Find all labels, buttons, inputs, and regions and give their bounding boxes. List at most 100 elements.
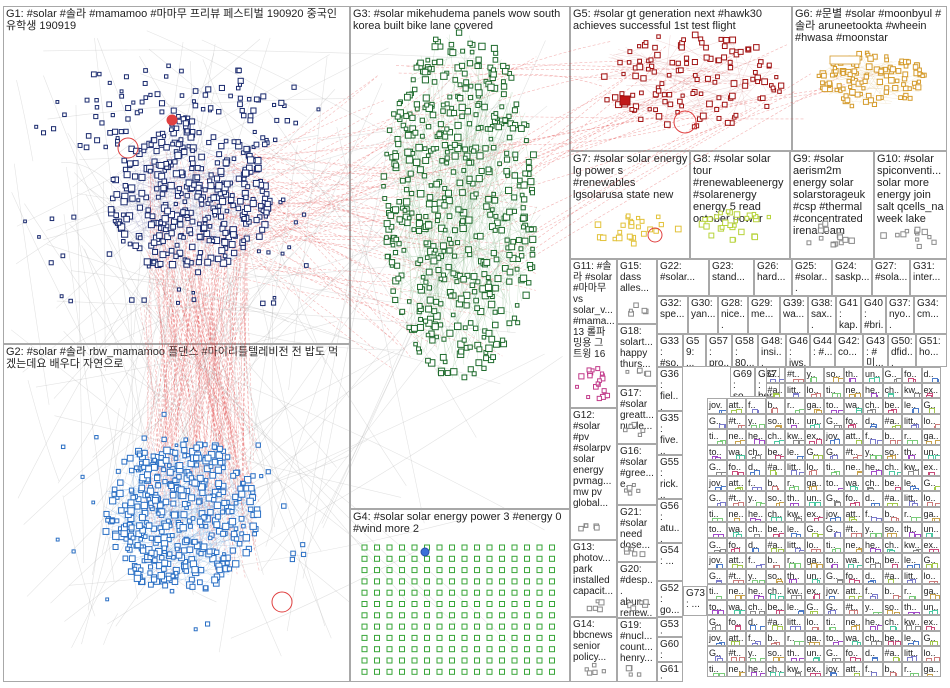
- small-group-cell: lo..: [921, 413, 941, 429]
- small-group-label: #a..: [767, 384, 783, 395]
- group-label: G22: #solar...: [660, 261, 696, 283]
- small-group-label: d..: [923, 369, 934, 379]
- small-group-cell: G..: [707, 537, 727, 553]
- small-group-cell: G..: [824, 444, 844, 460]
- small-group-label: he..: [865, 384, 881, 395]
- small-group-label: be..: [767, 446, 783, 457]
- small-group-cell: #t..: [726, 646, 746, 662]
- small-group-label: wa..: [728, 446, 743, 460]
- small-group-label: y..: [865, 524, 874, 534]
- small-group-cell: f..: [863, 584, 883, 600]
- small-group-cell: G..: [921, 630, 941, 646]
- small-group-label: #a..: [884, 415, 900, 426]
- group-label: G44: #...: [813, 336, 833, 358]
- small-group-cell: ch..: [882, 382, 902, 398]
- small-group-cell: to..: [707, 599, 727, 615]
- small-group-cell: to..: [824, 553, 844, 569]
- small-group-cell: G..: [765, 367, 785, 383]
- small-group-cell: f..: [746, 630, 766, 646]
- small-group-cell: jov..: [707, 553, 727, 569]
- small-group-cell: so..: [882, 444, 902, 460]
- small-group-label: to..: [709, 446, 722, 457]
- small-group-label: ex..: [806, 508, 822, 519]
- node-marker: [907, 471, 914, 475]
- small-group-label: ti..: [709, 586, 719, 596]
- small-group-cell: litt..: [902, 646, 922, 662]
- small-group-label: G..: [709, 415, 722, 426]
- small-group-cell: kw..: [785, 506, 805, 522]
- group-label: G24: saskp...: [835, 261, 870, 283]
- group-box-g7: G7: #solar solar energy lg power s #rene…: [570, 151, 690, 259]
- group-label: G27: #sola...: [875, 261, 908, 283]
- small-group-cell: #a..: [882, 491, 902, 507]
- small-group-cell: to..: [707, 444, 727, 460]
- small-group-cell: jov..: [824, 661, 844, 677]
- small-group-cell: #a..: [765, 537, 785, 553]
- small-group-cell: jov..: [707, 630, 727, 646]
- small-group-cell: ga..: [921, 584, 941, 600]
- small-group-cell: G..: [824, 491, 844, 507]
- small-group-cell: fo..: [726, 537, 746, 553]
- small-group-cell: to..: [824, 630, 844, 646]
- small-group-label: y..: [865, 601, 874, 612]
- node-marker: [856, 471, 863, 475]
- group-box-g39: G39: wa...: [780, 296, 808, 334]
- node-marker: [928, 455, 935, 460]
- small-group-cell: G..: [882, 367, 902, 383]
- group-box-g33: G33: #so...: [657, 334, 683, 367]
- small-group-cell: ti..: [824, 382, 844, 398]
- node-marker: [875, 454, 882, 460]
- node-marker: [935, 455, 941, 460]
- small-group-cell: wa..: [843, 475, 863, 491]
- node-marker: [789, 487, 796, 491]
- node-marker: [720, 548, 726, 553]
- small-group-label: fo..: [728, 539, 742, 550]
- small-group-cell: he..: [863, 460, 883, 476]
- node-marker: [810, 470, 817, 475]
- node-marker: [755, 455, 762, 460]
- node-marker: [876, 532, 882, 537]
- node-marker: [834, 439, 841, 444]
- node-marker: [712, 673, 719, 677]
- node-marker: [779, 379, 785, 382]
- small-group-label: ex..: [923, 384, 939, 395]
- node-marker: [876, 517, 882, 522]
- small-group-label: th..: [787, 415, 800, 426]
- small-group-cell: ti..: [707, 429, 727, 445]
- node-marker: [753, 547, 760, 553]
- small-group-cell: ga..: [921, 661, 941, 677]
- node-marker: [834, 424, 841, 429]
- node-marker: [934, 439, 941, 444]
- small-group-label: litt..: [904, 415, 919, 426]
- group-box-g50: G50: dfid...: [888, 334, 916, 367]
- node-marker: [793, 393, 800, 398]
- node-marker: [815, 502, 822, 506]
- group-box-g61: G61: re...: [657, 662, 683, 682]
- small-group-label: #t..: [845, 524, 859, 534]
- group-box-g20: G20: #desp... abun... renew...: [617, 562, 657, 618]
- node-marker: [849, 503, 856, 506]
- node-marker: [720, 501, 726, 506]
- small-group-cell: att..: [726, 553, 746, 569]
- small-group-cell: lo..: [804, 460, 824, 476]
- node-marker: [809, 502, 816, 506]
- small-group-label: ga..: [923, 431, 939, 441]
- group-label: G58: 80...: [735, 336, 755, 367]
- node-marker: [913, 487, 920, 491]
- small-group-label: ex..: [923, 462, 939, 472]
- small-group-label: le..: [787, 524, 800, 534]
- small-group-label: d..: [865, 415, 876, 426]
- node-marker: [896, 472, 902, 475]
- small-group-cell: kw..: [785, 584, 805, 600]
- node-marker: [811, 377, 818, 382]
- small-group-label: G..: [709, 539, 722, 550]
- node-marker: [811, 486, 818, 491]
- small-group-label: kw..: [904, 539, 920, 550]
- small-group-label: #t..: [728, 493, 742, 503]
- small-group-label: fo..: [845, 493, 859, 503]
- small-group-label: ne..: [845, 539, 861, 550]
- small-group-label: ch..: [884, 462, 900, 472]
- small-group-cell: jov..: [707, 475, 727, 491]
- small-group-label: y..: [748, 415, 757, 426]
- small-group-label: G..: [709, 493, 722, 503]
